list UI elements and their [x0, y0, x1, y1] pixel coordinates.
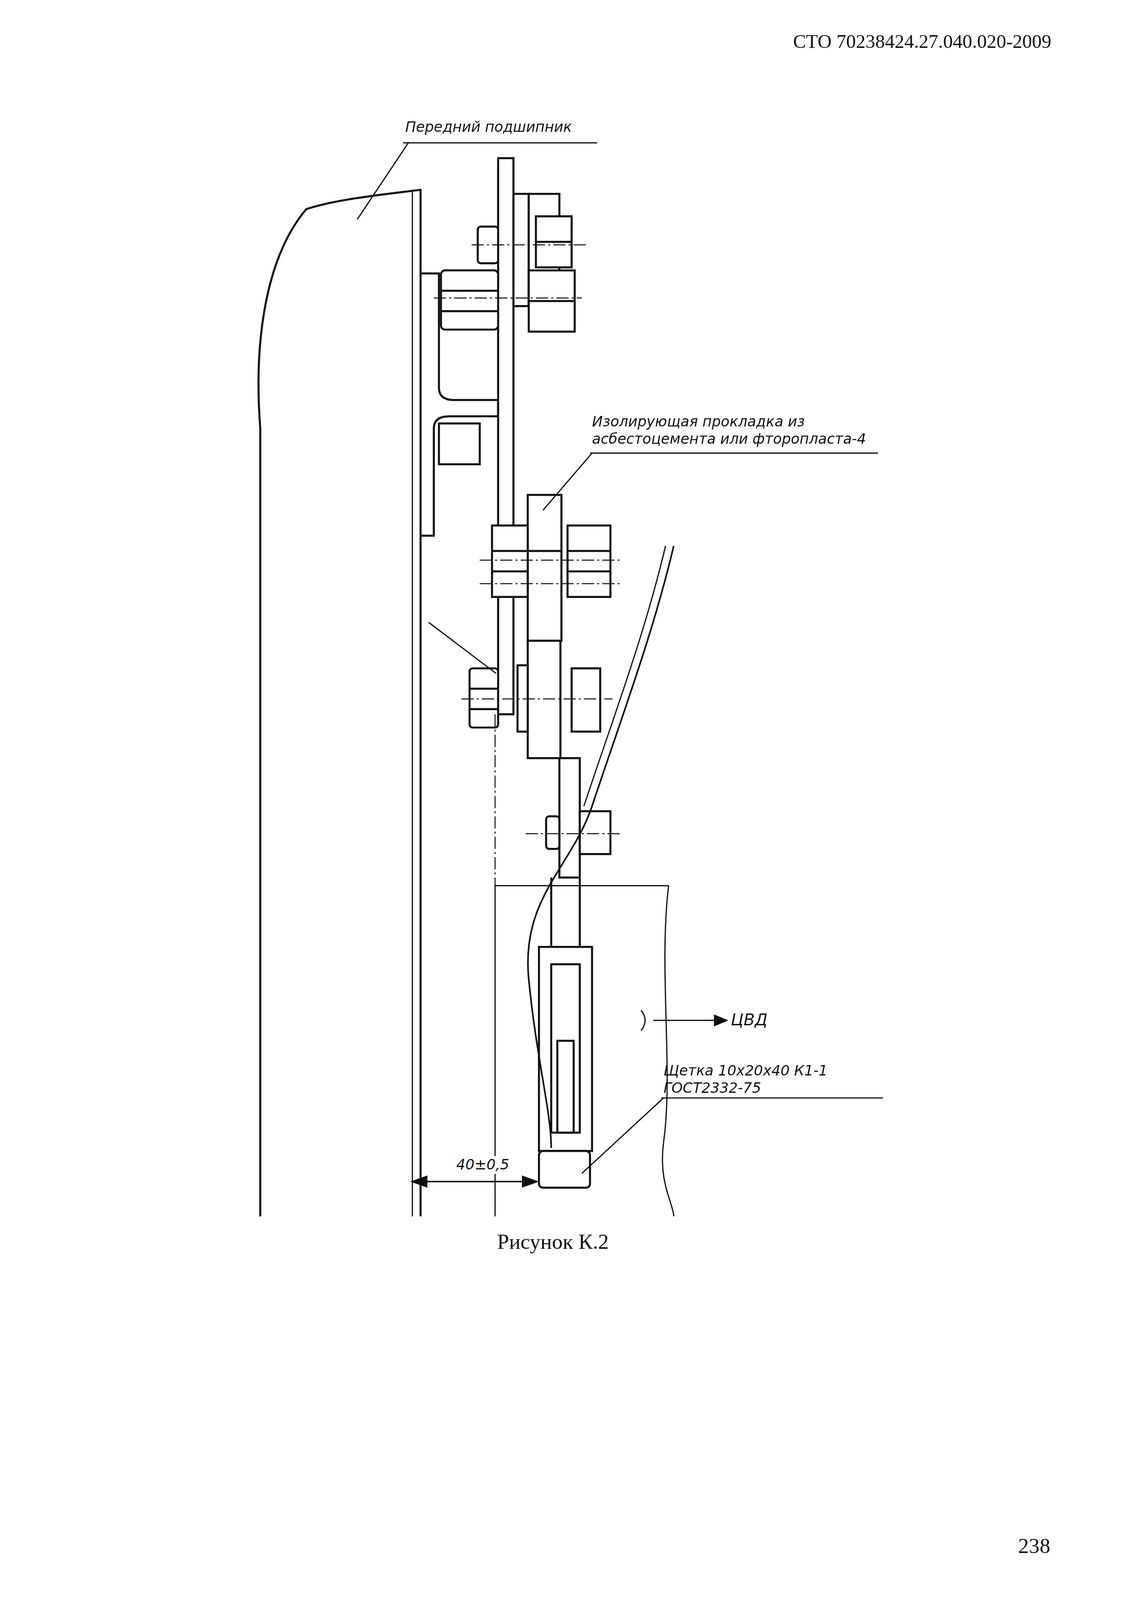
- dimension-label: 40±0,5: [454, 1156, 512, 1174]
- figure-caption: Рисунок К.2: [497, 1230, 610, 1256]
- part-name: Передний подшипник: [405, 118, 572, 136]
- part-name: ЦВД: [730, 1010, 768, 1031]
- page-number: 238: [1018, 1534, 1051, 1560]
- document-code: СТО 70238424.27.040.020-2009: [792, 30, 1052, 53]
- part-note: Изолирующая прокладка из асбестоцемента …: [592, 413, 889, 448]
- part-spec: Щетка 10х20х40 К1-1 ГОСТ2332-75: [663, 1062, 868, 1097]
